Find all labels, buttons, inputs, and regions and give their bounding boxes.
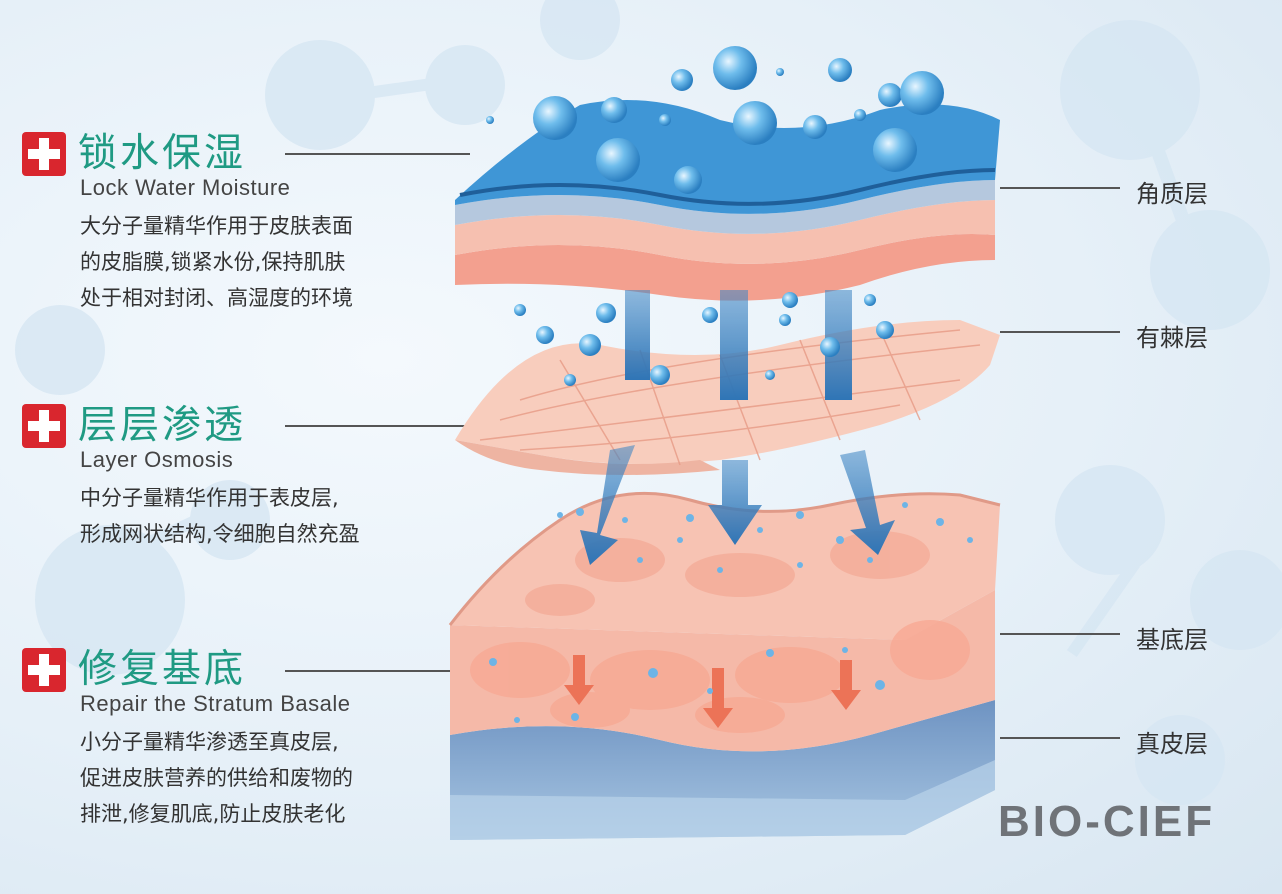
- feature-title-cn: 层层渗透: [78, 403, 247, 448]
- feature-description: 小分子量精华渗透至真皮层, 促进皮肤营养的供给和废物的 排泄,修复肌底,防止皮肤…: [80, 724, 480, 832]
- desc-line: 处于相对封闭、高湿度的环境: [80, 286, 353, 310]
- leader-lines: [285, 153, 1120, 739]
- desc-line: 中分子量精华作用于表皮层,: [80, 486, 339, 510]
- desc-line: 促进皮肤营养的供给和废物的: [80, 766, 353, 790]
- moisture-bubbles: [486, 46, 944, 386]
- desc-line: 小分子量精华渗透至真皮层,: [80, 730, 339, 754]
- layer-label-stratum-spinosum: 有棘层: [1136, 324, 1208, 352]
- layer-label-stratum-corneum: 角质层: [1136, 180, 1208, 208]
- stratum-corneum-layer: [455, 100, 1000, 301]
- desc-line: 排泄,修复肌底,防止皮肤老化: [80, 802, 346, 826]
- layer-label-dermis: 真皮层: [1136, 730, 1208, 758]
- medical-cross-icon: [22, 404, 66, 448]
- layer-label-stratum-basale: 基底层: [1136, 626, 1208, 654]
- feature-description: 中分子量精华作用于表皮层, 形成网状结构,令细胞自然充盈: [80, 480, 480, 552]
- desc-line: 大分子量精华作用于皮肤表面: [80, 214, 353, 238]
- feature-title-cn: 修复基底: [78, 647, 247, 692]
- medical-cross-icon: [22, 648, 66, 692]
- feature-title-en: Layer Osmosis: [80, 447, 234, 472]
- feature-title-cn: 锁水保湿: [78, 131, 247, 176]
- skin-block: [448, 491, 1001, 840]
- desc-line: 的皮脂膜,锁紧水份,保持肌肤: [80, 250, 346, 274]
- feature-layer-osmosis: 层层渗透 Layer Osmosis 中分子量精华作用于表皮层, 形成网状结构,…: [22, 400, 492, 552]
- desc-line: 形成网状结构,令细胞自然充盈: [80, 522, 360, 546]
- feature-title-en: Repair the Stratum Basale: [80, 691, 351, 716]
- brand-logo: BIO-CIEF: [998, 797, 1216, 846]
- feature-repair-basale: 修复基底 Repair the Stratum Basale 小分子量精华渗透至…: [22, 644, 492, 832]
- feature-description: 大分子量精华作用于皮肤表面 的皮脂膜,锁紧水份,保持肌肤 处于相对封闭、高湿度的…: [80, 208, 480, 316]
- micro-droplets: [489, 502, 973, 723]
- feature-lock-water: 锁水保湿 Lock Water Moisture 大分子量精华作用于皮肤表面 的…: [22, 128, 492, 316]
- penetration-arrows: [580, 290, 895, 565]
- medical-cross-icon: [22, 132, 66, 176]
- feature-title-en: Lock Water Moisture: [80, 175, 291, 200]
